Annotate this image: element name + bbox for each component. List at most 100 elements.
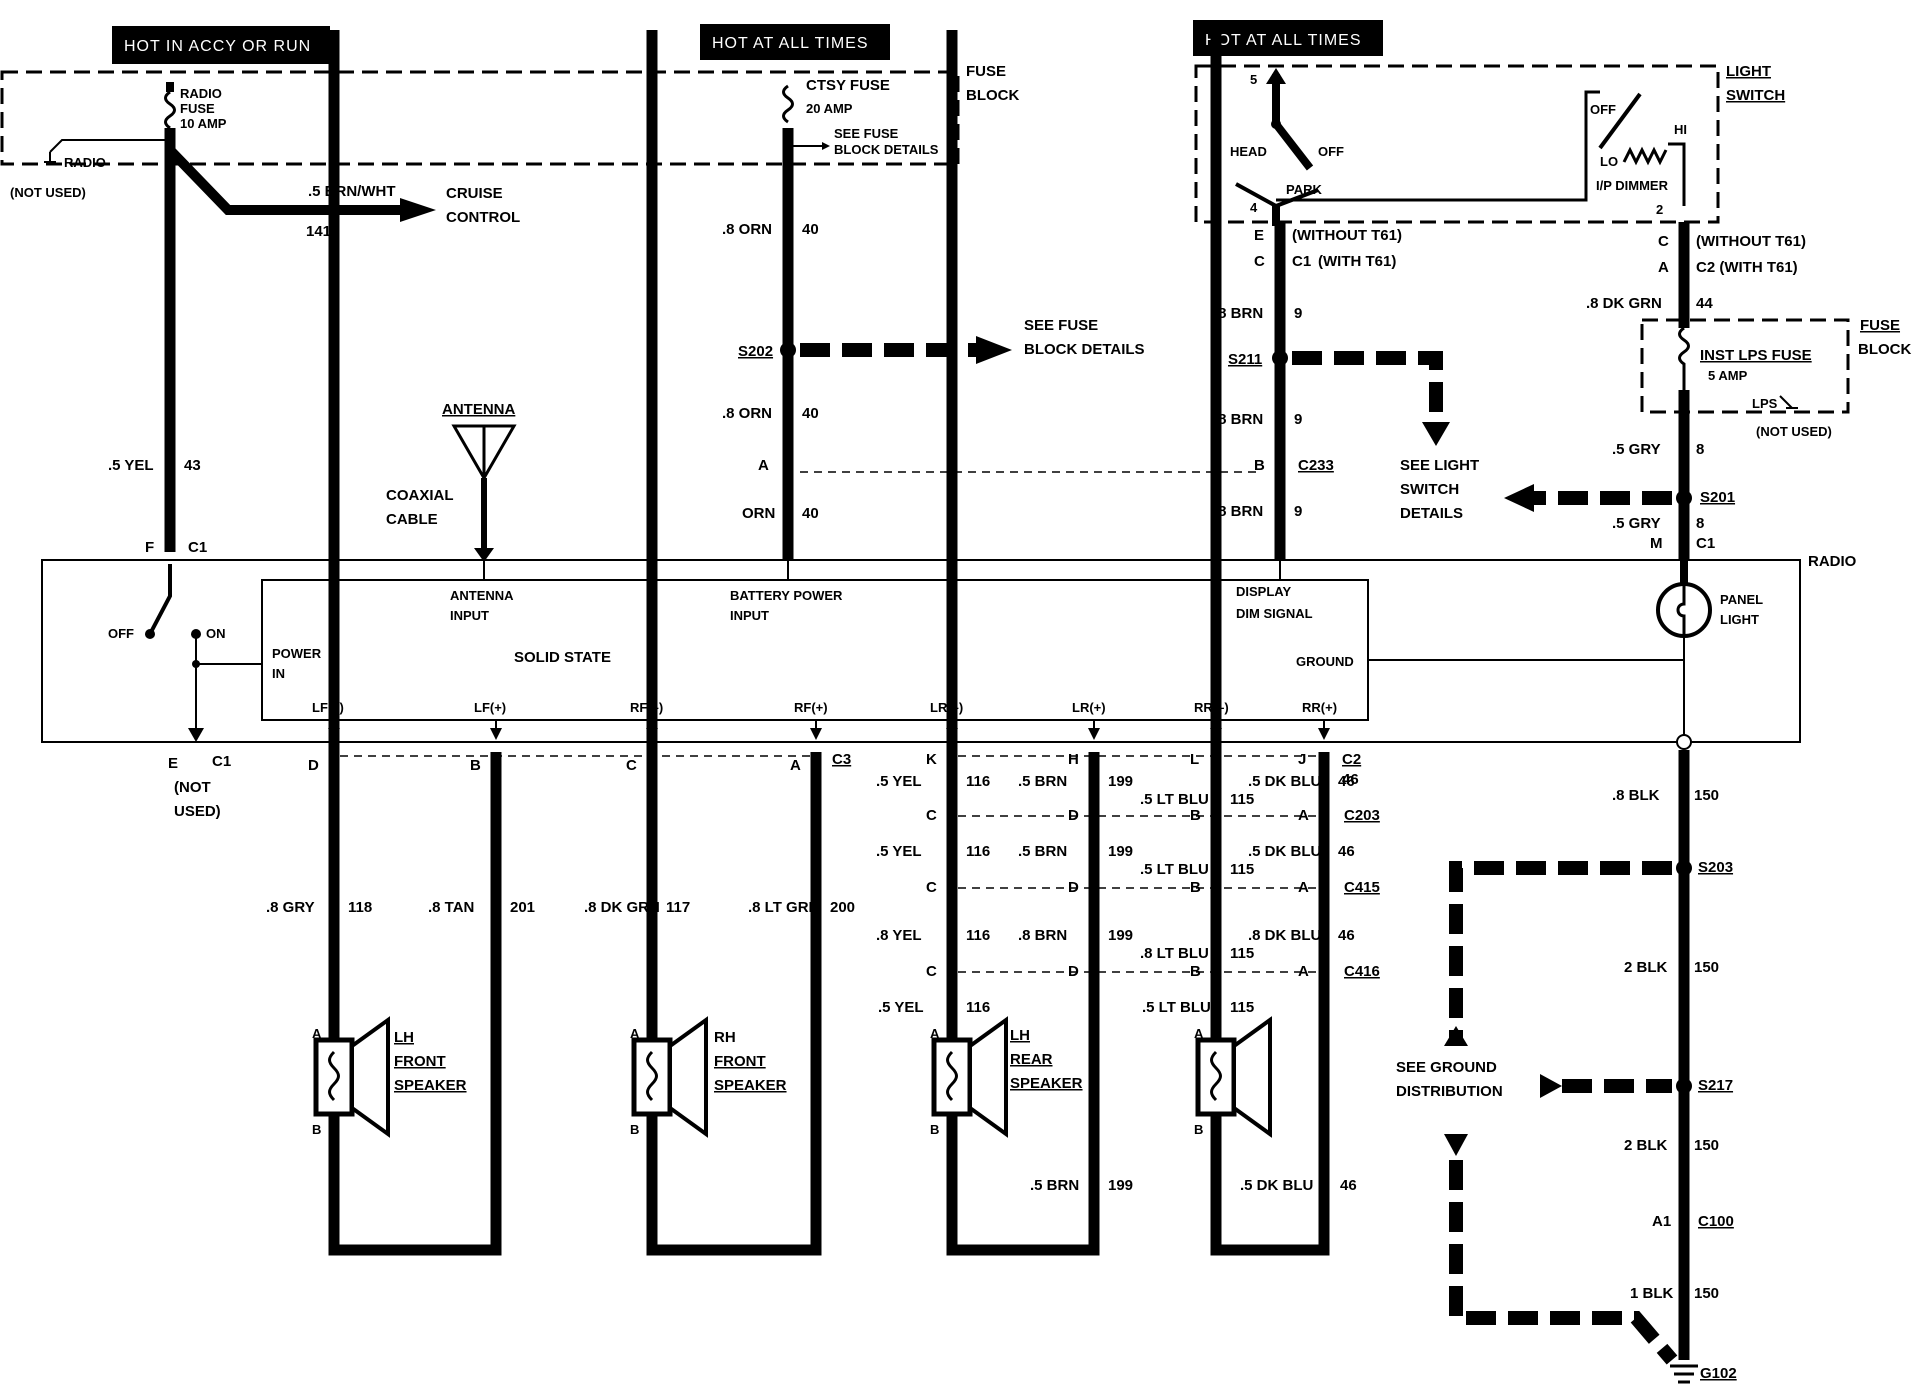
svg-text:40: 40 (802, 505, 819, 522)
wire-label: .5 LT BLU (1140, 861, 1209, 878)
svg-text:.5 GRY: .5 GRY (1612, 515, 1661, 532)
speaker-cone (350, 1016, 390, 1138)
svg-text:INPUT: INPUT (450, 608, 489, 623)
speaker-magnet (313, 1037, 355, 1117)
svg-text:1 BLK: 1 BLK (1630, 1285, 1674, 1302)
svg-text:OFF: OFF (1318, 144, 1344, 159)
svg-text:SOLID STATE: SOLID STATE (514, 649, 611, 666)
svg-text:ANTENNA: ANTENNA (450, 588, 514, 603)
circuit-label: 46 (1338, 843, 1355, 860)
wire-141-brn-wht (166, 146, 408, 215)
circuit-label: 46 (1338, 773, 1355, 790)
svg-text:141: 141 (306, 223, 331, 240)
pin-label: B (1190, 879, 1201, 896)
svg-text:ORN: ORN (742, 505, 775, 522)
circuit-label: 116 (966, 927, 990, 944)
speaker-cone (1232, 1016, 1272, 1138)
radio-fuse: RADIO FUSE 10 AMP (164, 82, 227, 131)
pin-label: C (926, 963, 937, 980)
svg-text:A1: A1 (1652, 1213, 1671, 1230)
svg-text:.8 BLK: .8 BLK (1612, 787, 1660, 804)
cruise-control-label: CRUISE (446, 185, 503, 202)
svg-text:USED): USED) (174, 803, 221, 820)
ground-splice-node (1676, 734, 1692, 750)
wire-label: .5 BRN (1030, 1177, 1079, 1194)
svg-text:150: 150 (1694, 787, 1719, 804)
svg-text:2 BLK: 2 BLK (1624, 959, 1668, 976)
svg-text:G102: G102 (1700, 1365, 1737, 1382)
svg-text:IN: IN (272, 666, 285, 681)
banner-hot-at-all-times-lights: HOT AT ALL TIMES (1193, 20, 1383, 56)
conn-c3: C3 (832, 751, 851, 768)
solid-state-box (261, 579, 1369, 721)
svg-text:E: E (168, 755, 178, 772)
svg-text:40: 40 (802, 405, 819, 422)
wire-label: .5 YEL (878, 999, 924, 1016)
svg-text:44: 44 (1696, 295, 1713, 312)
svg-text:B: B (1254, 457, 1265, 474)
speaker-cone (668, 1016, 708, 1138)
circuit-label: 199 (1108, 927, 1133, 944)
circuit-label: 46 (1338, 927, 1355, 944)
svg-text:SEE FUSE: SEE FUSE (834, 126, 899, 141)
svg-text:FUSE: FUSE (180, 101, 215, 116)
pin-a: A (312, 1026, 322, 1041)
svg-text:C: C (1658, 233, 1669, 250)
svg-text:BLOCK: BLOCK (966, 87, 1019, 104)
splice-s203 (1676, 860, 1692, 876)
label: SPEAKER (1010, 1075, 1083, 1092)
pin-label: A (1298, 963, 1309, 980)
ground-symbol (1670, 1364, 1698, 1384)
svg-text:SWITCH: SWITCH (1726, 87, 1785, 104)
wire-label: .8 DK GRN (584, 899, 660, 916)
pin-b: B (1194, 1122, 1203, 1137)
pin-label: B (1190, 807, 1201, 824)
svg-text:C233: C233 (1298, 457, 1334, 474)
fuse-block-outline (0, 70, 960, 166)
svg-text:HOT AT ALL TIMES: HOT AT ALL TIMES (1205, 32, 1362, 49)
svg-text:CTSY FUSE: CTSY FUSE (806, 77, 890, 94)
fuse-block-title: FUSE (966, 63, 1006, 80)
circuit-label: 199 (1108, 773, 1133, 790)
wire-label: .5 DK BLU (1248, 843, 1321, 860)
svg-text:.8 ORN: .8 ORN (722, 405, 772, 422)
svg-text:M: M (1650, 535, 1663, 552)
pin-b: B (312, 1122, 321, 1137)
svg-text:5 AMP: 5 AMP (1708, 368, 1748, 383)
svg-text:A: A (1658, 259, 1669, 276)
pin-b: B (630, 1122, 639, 1137)
ctsy-fuse: CTSY FUSE 20 AMP SEE FUSE BLOCK DETAILS (782, 77, 939, 157)
svg-text:8: 8 (1696, 441, 1704, 458)
pin-label: C (926, 807, 937, 824)
svg-text:GROUND: GROUND (1296, 654, 1354, 669)
svg-text:C1: C1 (1292, 253, 1311, 270)
banner-hot-at-all-times-ctsy: HOT AT ALL TIMES (700, 24, 890, 60)
not-used-label: (NOT USED) (10, 185, 86, 200)
splice-s201 (1676, 490, 1692, 506)
circuit-label: 116 (966, 773, 990, 790)
svg-text:150: 150 (1694, 1137, 1719, 1154)
circuit-label: 200 (830, 899, 855, 916)
svg-text:HI: HI (1674, 122, 1687, 137)
conn-label: C203 (1344, 807, 1380, 824)
svg-text:40: 40 (802, 221, 819, 238)
wire-label: .8 DK BLU (1248, 927, 1321, 944)
pin-label: L (1190, 751, 1199, 768)
label: SPEAKER (394, 1077, 467, 1094)
label: FRONT (394, 1053, 446, 1070)
splice-s217 (1676, 1078, 1692, 1094)
svg-text:BATTERY POWER: BATTERY POWER (730, 588, 843, 603)
pin-label: D (1068, 879, 1079, 896)
lh-rear-speaker: LH (1010, 1027, 1030, 1044)
pin-label: D (308, 757, 319, 774)
svg-text:E: E (1254, 227, 1264, 244)
conn-label: C415 (1344, 879, 1380, 896)
svg-text:COAXIAL: COAXIAL (386, 487, 454, 504)
circuit-label: 115 (1230, 791, 1254, 808)
svg-text:(NOT USED): (NOT USED) (1756, 424, 1832, 439)
wire-label: .5 YEL (876, 843, 922, 860)
svg-text:INPUT: INPUT (730, 608, 769, 623)
svg-text:(WITHOUT T61): (WITHOUT T61) (1696, 233, 1806, 250)
pin-label: C (926, 879, 937, 896)
